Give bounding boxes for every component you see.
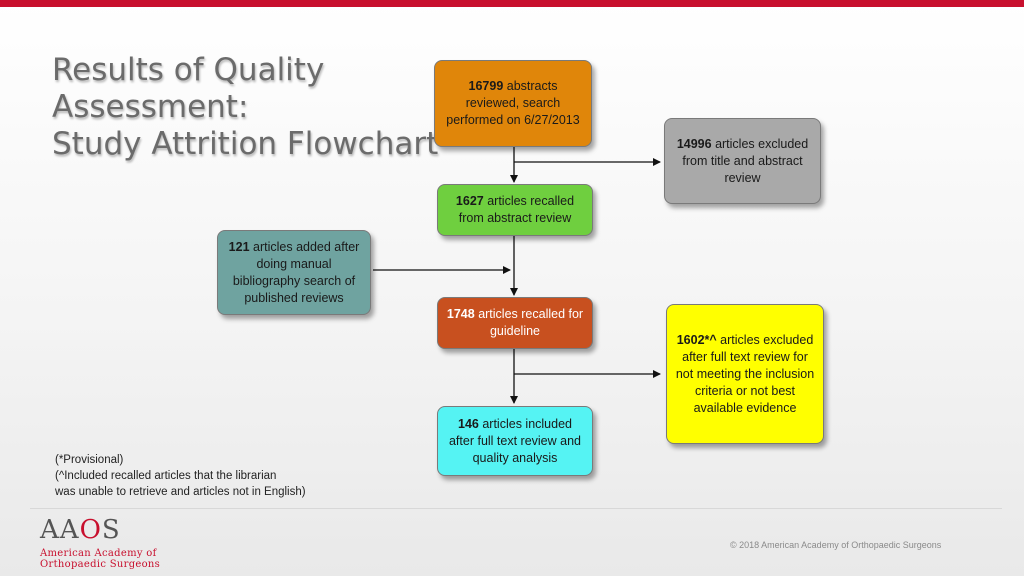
logo-mark-o: O (79, 515, 102, 545)
title-line-2: Assessment: (52, 89, 249, 125)
footnote-continuation: was unable to retrieve and articles not … (55, 486, 306, 498)
aaos-logo: AAOS American Academy of Orthopaedic Sur… (40, 515, 170, 570)
footnote-provisional: (*Provisional) (55, 454, 124, 466)
box-excluded-title-number: 14996 (676, 136, 712, 151)
title-line-1: Results of Quality (52, 52, 325, 88)
box-recalled-abstract: 1627 articles recalled from abstract rev… (437, 184, 593, 236)
box-added-manual-search: 121 articles added after doing manual bi… (217, 230, 371, 315)
box-abstracts-number: 16799 (468, 79, 504, 93)
slide-title: Results of Quality Assessment: Study Att… (52, 52, 439, 163)
footer-divider (30, 508, 1002, 509)
logo-text-line-1: American Academy of (40, 548, 157, 559)
box-recalled-guideline-number: 1748 (446, 307, 475, 321)
footnotes: (*Provisional) (^Included recalled artic… (55, 452, 306, 500)
box-included-number: 146 (458, 416, 479, 431)
box-recalled-guideline: 1748 articles recalled for guideline (437, 297, 593, 349)
top-accent-bar (0, 0, 1024, 7)
box-excluded-title-abstract: 14996 articles excluded from title and a… (664, 118, 821, 204)
box-excluded-full-text: 1602*^ articles excluded after full text… (666, 304, 824, 444)
box-excluded-fulltext-text: articles excluded after full text review… (675, 332, 815, 415)
logo-mark-aa: AA (40, 515, 80, 545)
logo-mark: AAOS (40, 515, 121, 545)
copyright-notice: © 2018 American Academy of Orthopaedic S… (730, 540, 942, 550)
logo-mark-s: S (101, 515, 121, 545)
logo-text-line-2: Orthopaedic Surgeons (40, 559, 161, 570)
box-added-manual-text: articles added after doing manual biblio… (232, 239, 360, 305)
box-abstracts-reviewed: 16799 abstracts reviewed, search perform… (434, 60, 592, 147)
box-added-manual-number: 121 (228, 239, 250, 254)
box-articles-included: 146 articles included after full text re… (437, 406, 593, 476)
box-recalled-abstract-number: 1627 (455, 194, 484, 208)
box-included-text: articles included after full text review… (448, 416, 581, 465)
box-excluded-fulltext-number: 1602*^ (676, 332, 717, 347)
box-excluded-title-text: articles excluded from title and abstrac… (682, 136, 809, 185)
title-line-3: Study Attrition Flowchart (52, 126, 439, 162)
footnote-included-recalled: (^Included recalled articles that the li… (55, 470, 277, 482)
box-recalled-guideline-text: articles recalled for guideline (474, 307, 584, 338)
box-recalled-abstract-text: articles recalled from abstract review (458, 194, 575, 225)
box-abstracts-text: abstracts reviewed, search performed on … (446, 79, 580, 127)
